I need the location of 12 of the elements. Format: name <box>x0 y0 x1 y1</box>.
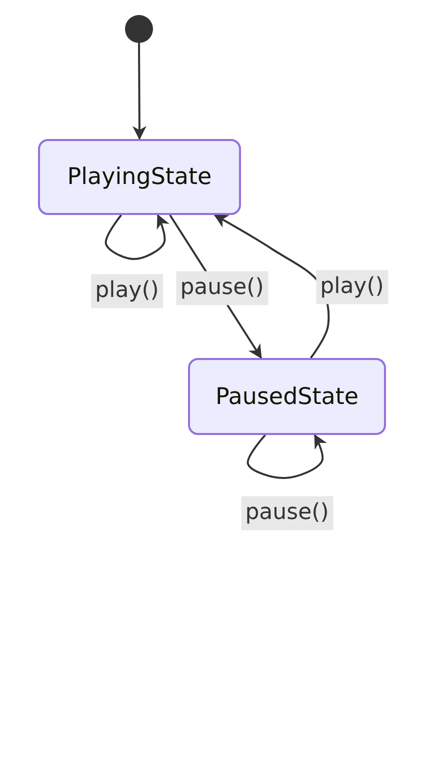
arrow <box>132 43 146 140</box>
edge-label: pause() <box>241 496 333 530</box>
arrow <box>104 214 170 260</box>
state-box <box>38 139 241 215</box>
edge-label: play() <box>316 270 388 304</box>
state-box <box>188 358 386 435</box>
arrow <box>246 434 328 479</box>
start-dot <box>125 15 153 43</box>
edge-label: play() <box>91 274 163 308</box>
state-name: PausedState <box>215 384 359 410</box>
state-name: PlayingState <box>67 164 212 190</box>
edge-label: pause() <box>176 271 268 305</box>
